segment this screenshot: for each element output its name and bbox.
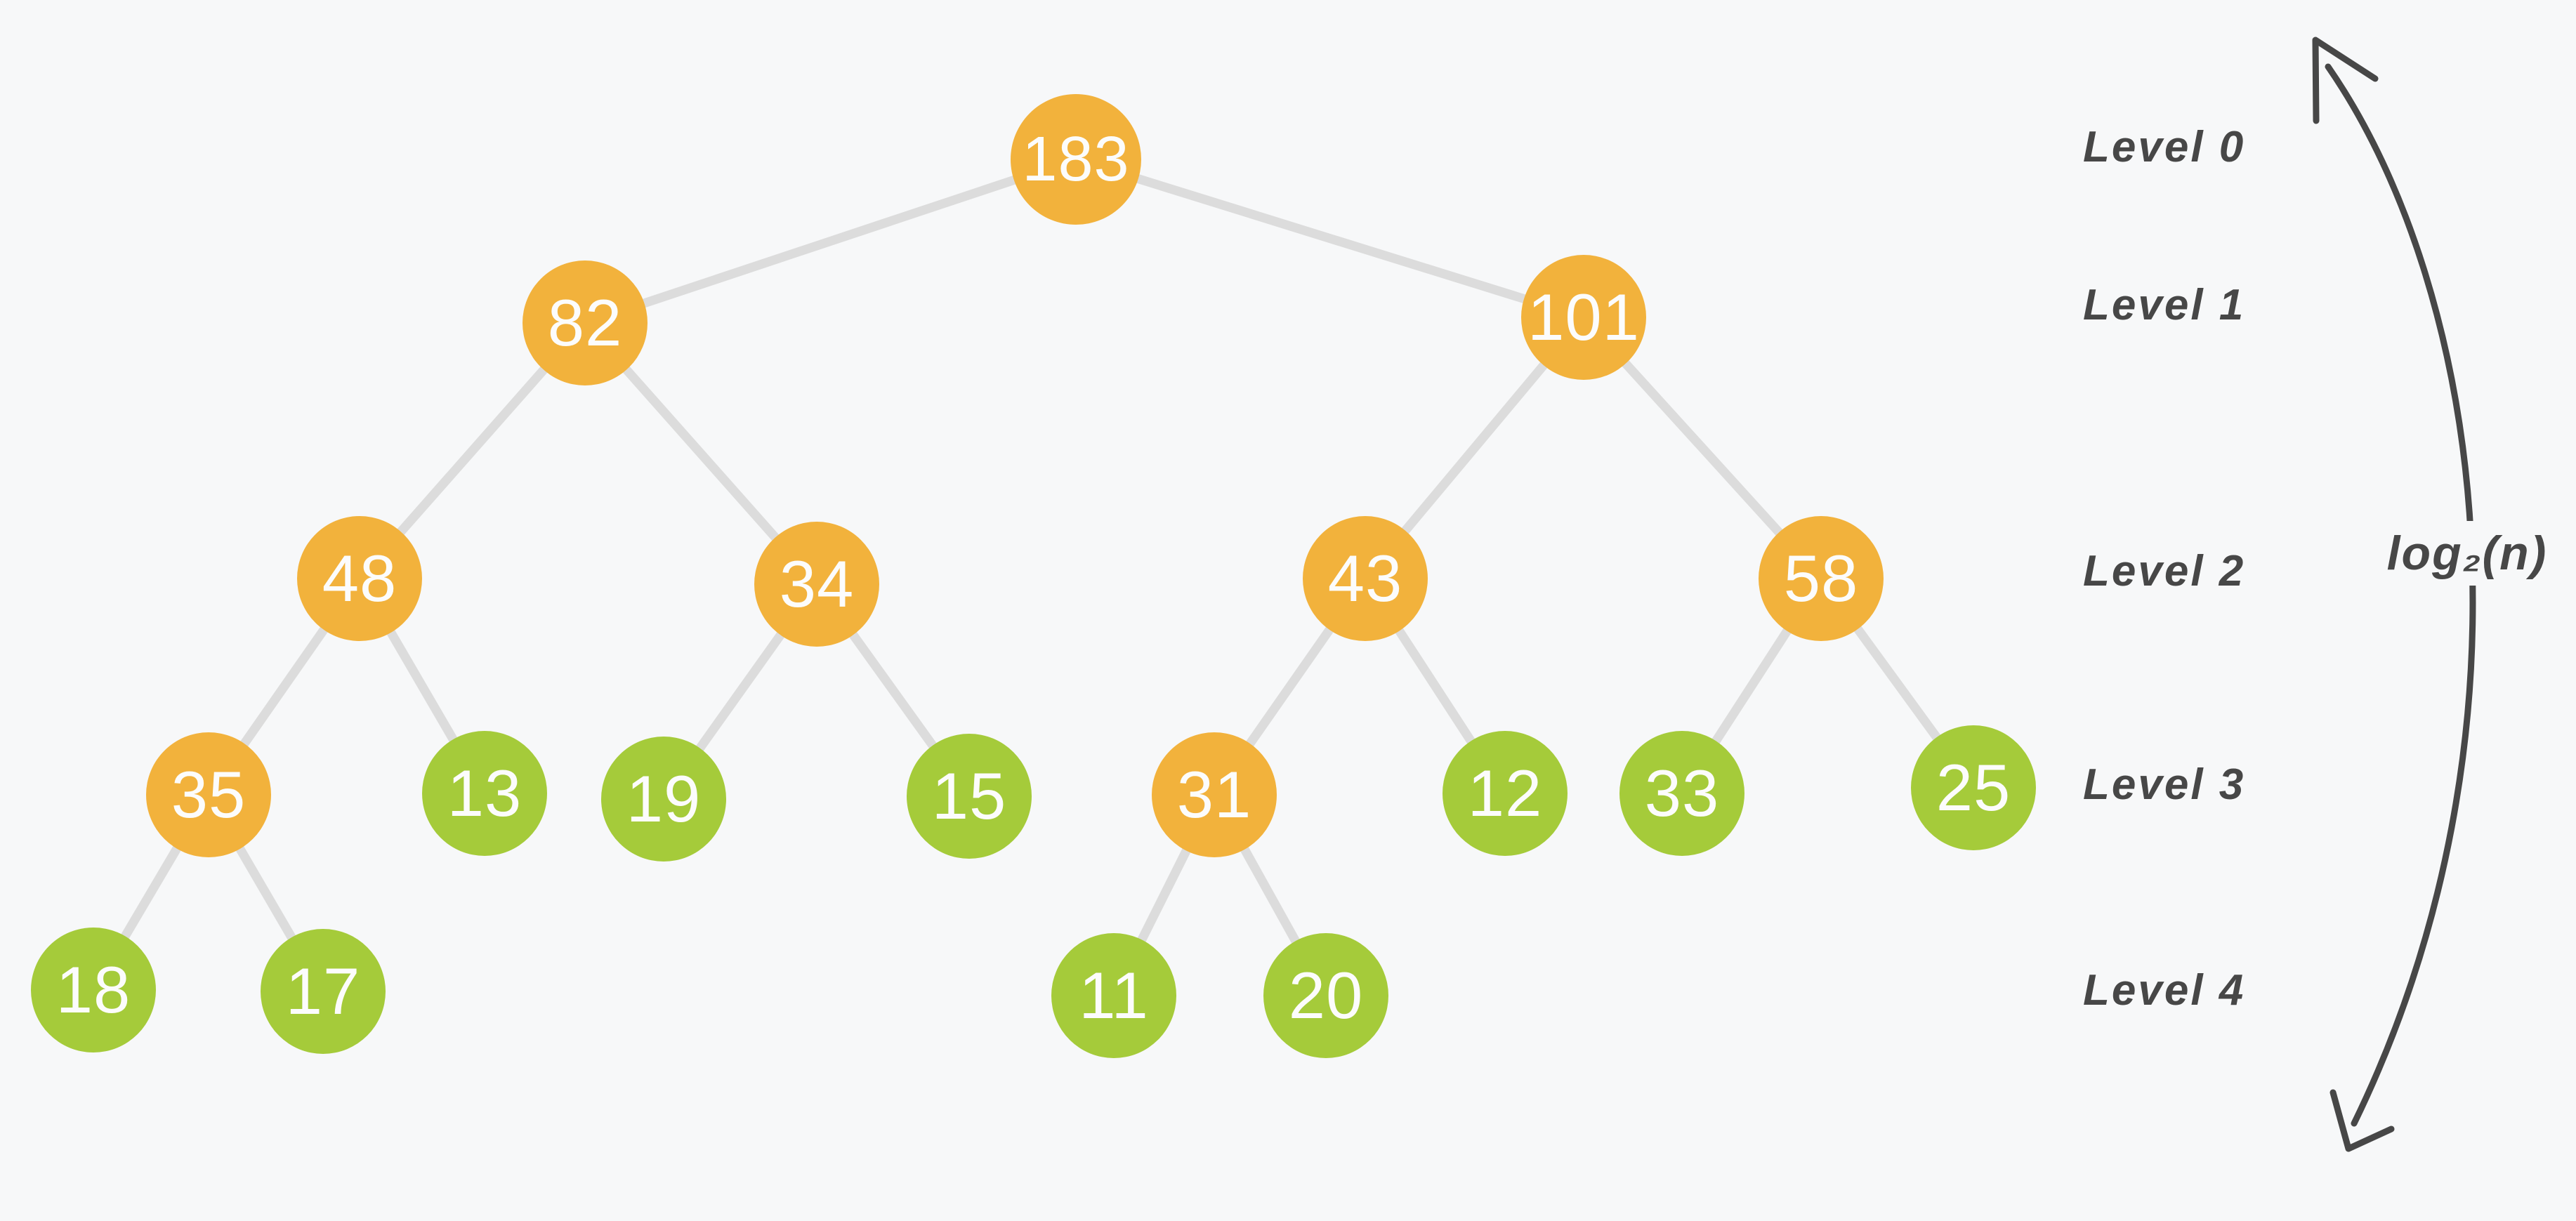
level-label-0: Level 0 bbox=[2083, 123, 2246, 171]
tree-node: 35 bbox=[146, 732, 271, 857]
tree-node: 48 bbox=[297, 516, 422, 641]
tree-node: 15 bbox=[907, 734, 1032, 859]
level-label-4: Level 4 bbox=[2083, 966, 2246, 1015]
level-label-1: Level 1 bbox=[2083, 281, 2246, 329]
tree-node: 33 bbox=[1619, 731, 1744, 856]
height-arrow-head-down-icon bbox=[2329, 1089, 2395, 1152]
tree-node: 19 bbox=[601, 737, 726, 862]
tree-node: 13 bbox=[422, 731, 547, 856]
tree-node-root: 183 bbox=[1011, 94, 1141, 225]
tree-node: 18 bbox=[31, 928, 156, 1052]
tree-node: 101 bbox=[1521, 255, 1646, 380]
tree-node: 34 bbox=[754, 522, 879, 647]
tree-node: 43 bbox=[1303, 516, 1428, 641]
tree-node: 25 bbox=[1911, 725, 2036, 850]
level-label-3: Level 3 bbox=[2083, 760, 2246, 809]
level-label-2: Level 2 bbox=[2083, 547, 2246, 595]
tree-node: 11 bbox=[1051, 933, 1176, 1058]
height-arrow-icon bbox=[2312, 37, 2476, 1152]
tree-node: 31 bbox=[1152, 732, 1277, 857]
height-arrow-shaft bbox=[2325, 63, 2476, 1127]
height-arrow-head-up-icon bbox=[2312, 37, 2379, 124]
log2n-annotation: log₂(n) bbox=[2375, 521, 2559, 586]
tree-node: 12 bbox=[1443, 731, 1568, 856]
tree-node: 17 bbox=[261, 929, 386, 1054]
tree-node: 82 bbox=[523, 260, 648, 385]
tree-node: 20 bbox=[1263, 933, 1388, 1058]
tree-node: 58 bbox=[1759, 516, 1884, 641]
